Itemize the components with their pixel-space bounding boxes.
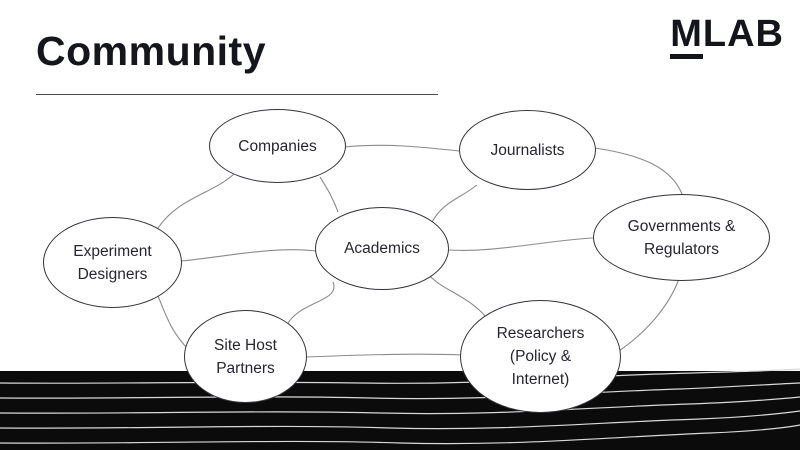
node-label: Site Host — [214, 336, 277, 354]
edge-companies-academics — [319, 176, 339, 213]
edge-experiment-designers-academics — [180, 249, 317, 262]
node-label: Designers — [77, 265, 148, 283]
edge-academics-researchers — [425, 271, 487, 318]
wave-line — [0, 396, 800, 415]
node-label: Journalists — [490, 141, 565, 159]
wave-line — [0, 410, 800, 430]
edge-companies-experiment-designers — [157, 173, 235, 229]
node-label: Internet) — [511, 371, 570, 388]
logo-lab-letters: LAB — [702, 13, 784, 55]
node-researchers-policy-internet: Researchers (Policy & Internet) — [460, 300, 621, 413]
title-underline — [36, 94, 438, 95]
footer-band — [0, 371, 800, 450]
edge-journalists-academics — [431, 184, 478, 223]
edge-experiment-designers-site-host — [157, 295, 190, 351]
edge-governments-researchers — [618, 278, 680, 352]
wave-line — [0, 368, 800, 384]
wave-line — [0, 382, 800, 400]
logo-m-letter: M — [670, 15, 703, 59]
node-label: Companies — [238, 137, 317, 155]
node-label: Regulators — [644, 240, 719, 258]
page-title: Community — [36, 28, 266, 74]
node-label: Governments & — [627, 217, 736, 235]
node-companies: Companies — [209, 109, 346, 183]
node-experiment-designers: Experiment Designers — [43, 217, 182, 308]
edge-academics-site-host — [286, 281, 335, 326]
node-label: Academics — [344, 240, 420, 257]
node-label: (Policy & — [509, 348, 572, 365]
edge-journalists-governments — [594, 147, 683, 195]
edge-site-host-researchers — [305, 353, 463, 358]
wave-line — [0, 424, 800, 445]
node-academics: Academics — [315, 207, 449, 290]
node-label: Experiment — [73, 242, 152, 260]
node-label: Partners — [216, 359, 275, 377]
node-governments-regulators: Governments & Regulators — [593, 194, 770, 281]
edge-companies-journalists — [344, 144, 460, 152]
node-label: Researchers — [496, 325, 585, 342]
node-site-host-partners: Site Host Partners — [184, 310, 307, 403]
edge-academics-governments — [448, 237, 595, 251]
node-journalists: Journalists — [459, 110, 596, 190]
